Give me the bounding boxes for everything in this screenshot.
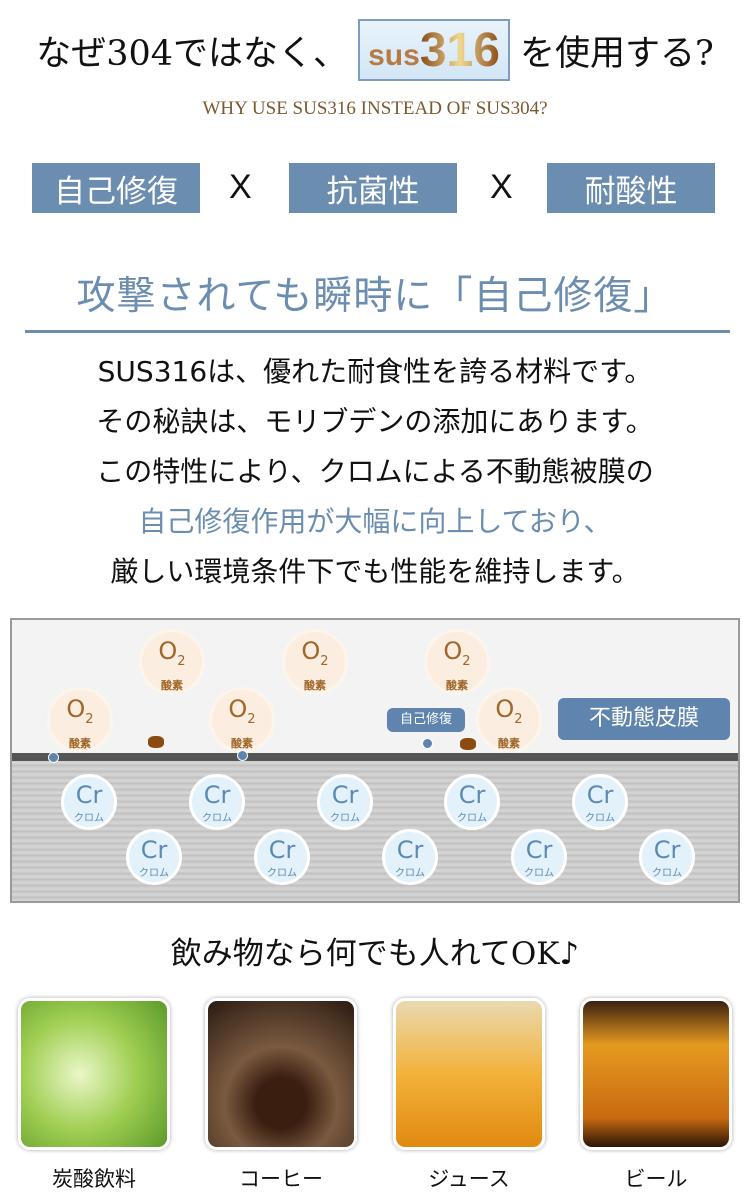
times-separator: X (229, 168, 252, 206)
times-separator: X (490, 168, 513, 206)
feature-tag: 自己修復 (32, 163, 200, 213)
chromium-atom: Cr クロム (444, 774, 500, 830)
chromium-atom: Cr クロム (639, 829, 695, 885)
chromium-label: クロム (524, 868, 554, 879)
coffee-image (205, 998, 357, 1150)
chromium-formula: Cr (203, 781, 231, 809)
oxygen-label: 酸素 (304, 678, 326, 692)
paragraph-line: SUS316は、優れた耐食性を誇る材料です。 (97, 355, 653, 388)
chromium-formula: Cr (140, 836, 168, 864)
repair-point (48, 752, 59, 763)
oxygen-molecule: O2 酸素 (142, 632, 202, 692)
subtitle: WHY USE SUS316 INSTEAD OF SUS304? (202, 98, 548, 119)
passive-film-line (12, 753, 738, 761)
oxygen-formula: O2 (228, 695, 256, 727)
oxygen-formula: O2 (443, 637, 471, 669)
chromium-label: クロム (202, 813, 232, 824)
chromium-formula: Cr (268, 836, 296, 864)
chromium-formula: Cr (75, 781, 103, 809)
chromium-formula: Cr (331, 781, 359, 809)
chromium-label: クロム (457, 813, 487, 824)
headline: 攻撃されても瞬時に「自己修復」 (76, 274, 674, 319)
paragraph-line: 厳しい環境条件下でも性能を維持します。 (110, 555, 640, 588)
chromium-atom: Cr クロム (126, 829, 182, 885)
chromium-label: クロム (330, 813, 360, 824)
self-repair-label: 自己修復 (387, 708, 465, 732)
paragraph-line: その秘訣は、モリブデンの添加にあります。 (96, 405, 654, 438)
juice-image (393, 998, 545, 1150)
feature-tag: 抗菌性 (289, 163, 457, 213)
chromium-label: クロム (74, 813, 104, 824)
chromium-formula: Cr (653, 836, 681, 864)
chromium-formula: Cr (396, 836, 424, 864)
beer-image (580, 998, 732, 1150)
oxygen-molecule: O2 酸素 (427, 632, 487, 692)
drinks-heading: 飲み物なら何でも人れてOK♪ (170, 936, 580, 972)
chromium-label: クロム (267, 868, 297, 879)
corrosion-spot (148, 736, 164, 748)
title-prefix: なぜ304ではなく、 (36, 33, 349, 74)
passive-film-diagram: 自己修復 不動態皮膜 O2 酸素 O2 酸素 O2 酸素 O2 酸素 O2 酸素 O2 酸素 Cr クロム… (10, 618, 740, 903)
passive-film-callout: 不動態皮膜 (558, 698, 730, 740)
chromium-atom: Cr クロム (189, 774, 245, 830)
drink-label: ビール (624, 1167, 688, 1191)
chromium-atom: Cr クロム (382, 829, 438, 885)
drink-label: 炭酸飲料 (52, 1167, 136, 1191)
repair-point (237, 750, 248, 761)
oxygen-formula: O2 (495, 695, 523, 727)
oxygen-label: 酸素 (498, 736, 520, 750)
drink-label: ジュース (428, 1167, 510, 1191)
oxygen-label: 酸素 (69, 736, 91, 750)
chromium-label: クロム (139, 868, 169, 879)
oxygen-formula: O2 (66, 695, 94, 727)
chromium-label: クロム (652, 868, 682, 879)
chromium-atom: Cr クロム (254, 829, 310, 885)
oxygen-label: 酸素 (161, 678, 183, 692)
chromium-atom: Cr クロム (61, 774, 117, 830)
chromium-atom: Cr クロム (317, 774, 373, 830)
chromium-label: クロム (585, 813, 615, 824)
chromium-atom: Cr クロム (572, 774, 628, 830)
chromium-formula: Cr (586, 781, 614, 809)
steel-surface (12, 760, 738, 901)
badge-number: 316 (419, 24, 500, 77)
soda-image (18, 998, 170, 1150)
oxygen-formula: O2 (158, 637, 186, 669)
chromium-atom: Cr クロム (511, 829, 567, 885)
oxygen-label: 酸素 (231, 736, 253, 750)
chromium-formula: Cr (525, 836, 553, 864)
paragraph-line-highlight: 自己修復作用が大幅に向上しており、 (138, 505, 612, 538)
repair-point (422, 738, 433, 749)
badge-prefix: sus (368, 39, 420, 72)
oxygen-molecule: O2 酸素 (479, 690, 539, 750)
headline-underline (25, 330, 730, 333)
drink-label: コーヒー (239, 1167, 323, 1191)
oxygen-molecule: O2 酸素 (285, 632, 345, 692)
corrosion-spot (460, 738, 476, 750)
chromium-label: クロム (395, 868, 425, 879)
oxygen-molecule: O2 酸素 (50, 690, 110, 750)
oxygen-formula: O2 (301, 637, 329, 669)
paragraph-line: この特性により、クロムによる不動態被膜の (96, 455, 654, 488)
feature-tag: 耐酸性 (547, 163, 715, 213)
title-suffix: を使用する? (520, 33, 714, 74)
chromium-formula: Cr (458, 781, 486, 809)
oxygen-molecule: O2 酸素 (212, 690, 272, 750)
oxygen-label: 酸素 (446, 678, 468, 692)
